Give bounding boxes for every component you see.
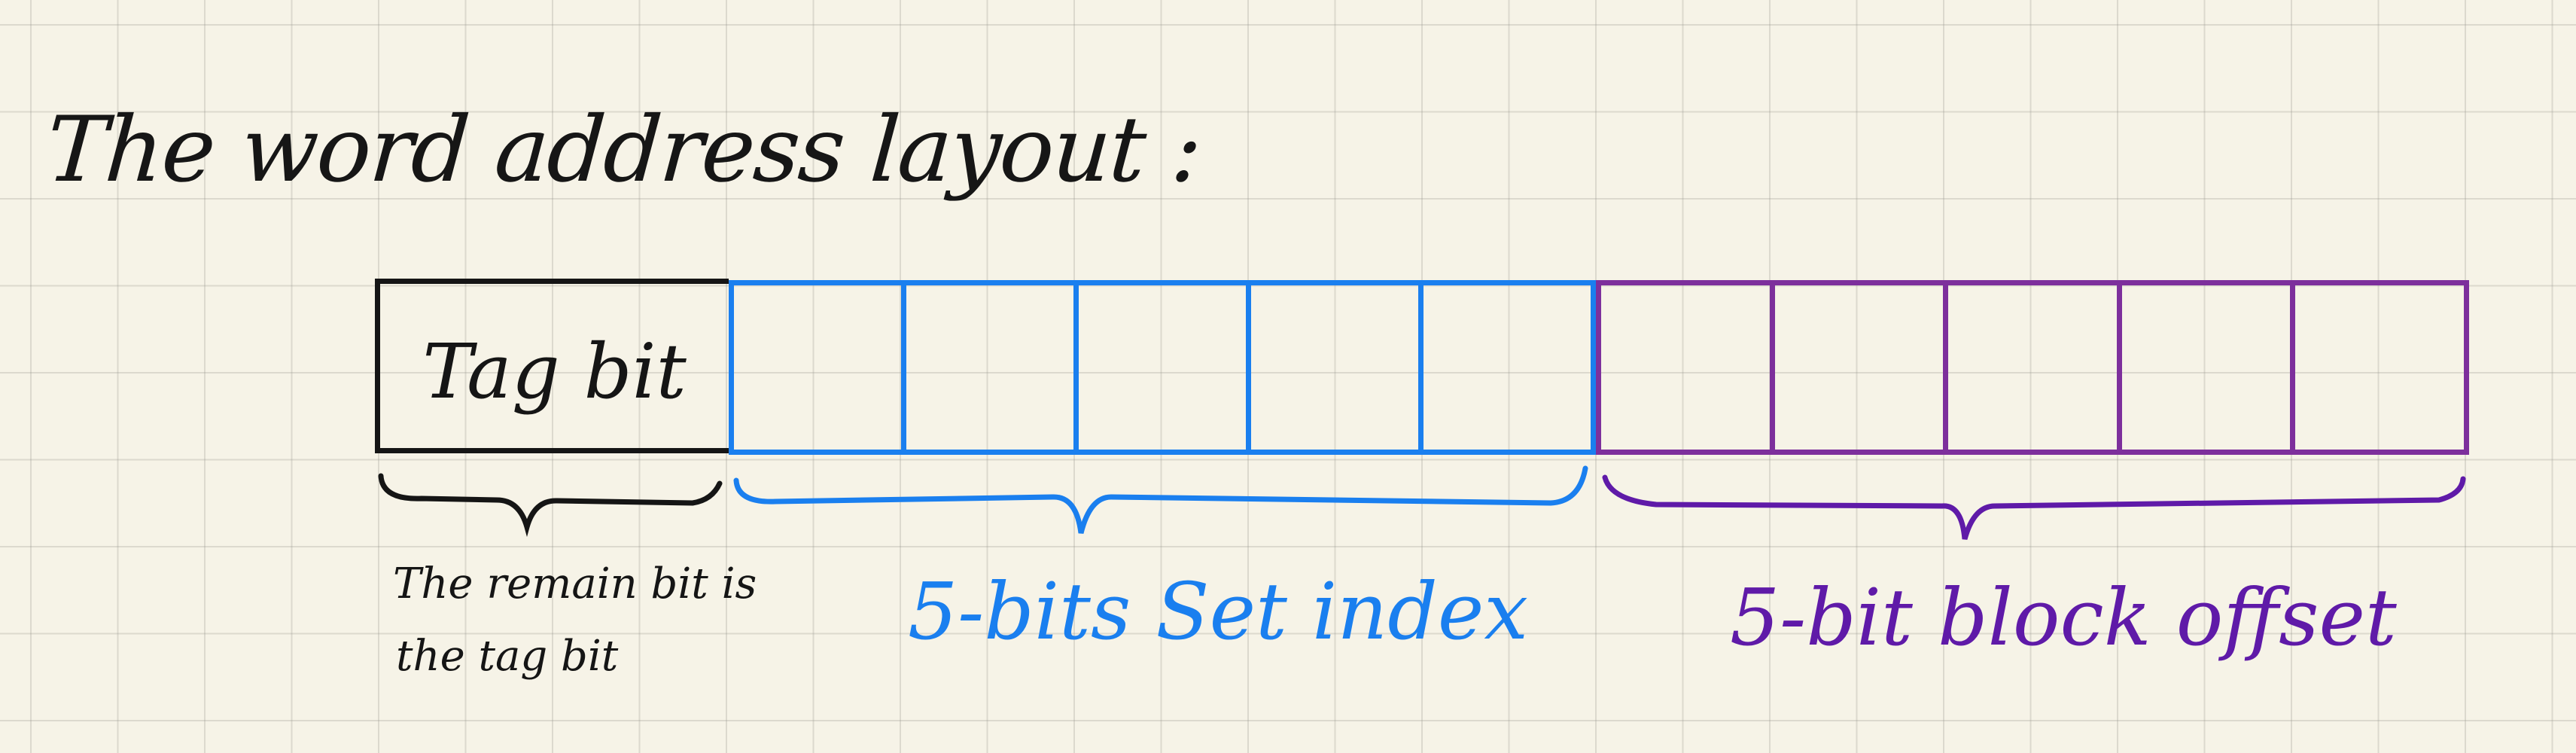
tag-note-line2: the tag bit [396,632,619,681]
tag-brace [378,473,723,538]
block-offset-bit-cell [1596,280,1775,455]
block-offset-bit-cell [1943,280,2122,455]
tag-note-line1: The remain bit is [393,559,757,608]
tag-field-box: Tag bit [375,279,729,453]
set-index-brace [733,465,1588,534]
set-index-bit-cell [901,280,1079,455]
set-index-bit-cell [729,280,906,455]
set-index-label: 5-bits Set index [908,566,1529,657]
block-offset-bit-cell [1769,280,1949,455]
tag-field-label: Tag bit [422,328,687,416]
set-index-bit-cell [1073,280,1251,455]
block-offset-brace [1602,474,2466,540]
block-offset-field [1596,280,2469,455]
block-offset-label: 5-bit block offset [1730,572,2397,663]
set-index-bit-cell [1418,280,1596,455]
block-offset-bit-cell [2116,280,2296,455]
set-index-bit-cell [1246,280,1423,455]
diagram-title: The word address layout : [43,98,1204,203]
block-offset-bit-cell [2290,280,2469,455]
set-index-field [729,280,1596,455]
